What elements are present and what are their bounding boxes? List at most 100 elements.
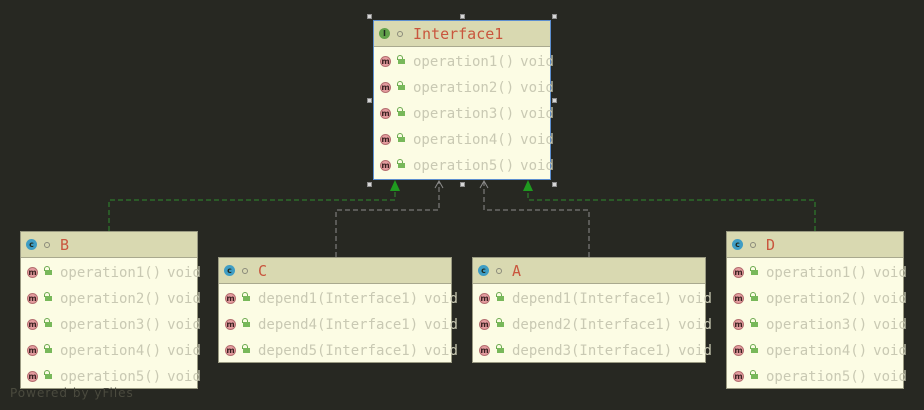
method-signature: operation5()void — [413, 158, 554, 174]
resize-handle-left[interactable] — [367, 98, 372, 103]
implements-arrowhead-d — [523, 180, 533, 191]
resize-handle-top-right[interactable] — [552, 14, 557, 19]
edge-d-implements-interface1[interactable] — [527, 190, 816, 231]
method-icon: m — [479, 293, 490, 304]
method-row[interactable]: m operation3()void — [374, 101, 554, 127]
class-c-header: c C — [219, 258, 451, 284]
method-signature: operation4()void — [413, 132, 554, 148]
dependency-arrowhead-a — [479, 179, 489, 189]
method-row[interactable]: m operation2()void — [374, 75, 554, 101]
method-icon: m — [27, 345, 38, 356]
method-icon: m — [733, 371, 744, 382]
method-icon: m — [380, 82, 391, 93]
class-d-node[interactable]: c D m operation1()void m operation2()voi… — [726, 231, 907, 390]
resize-handle-top[interactable] — [460, 14, 465, 19]
resize-handle-top-left[interactable] — [367, 14, 372, 19]
method-icon: m — [733, 267, 744, 278]
method-icon: m — [733, 345, 744, 356]
method-icon: m — [380, 160, 391, 171]
method-row[interactable]: m operation4()void — [727, 338, 907, 364]
visibility-icon — [496, 268, 502, 274]
class-d-header: c D — [727, 232, 903, 258]
method-icon: m — [380, 56, 391, 67]
method-icon: m — [479, 345, 490, 356]
method-signature: operation3()void — [766, 317, 907, 333]
interface1-methods: m operation1()void m operation2()void m … — [374, 47, 554, 179]
class-a-methods: m depend1(Interface1)void m depend2(Inte… — [473, 284, 712, 364]
class-d-title: D — [766, 236, 776, 254]
method-row[interactable]: m operation3()void — [727, 312, 907, 338]
public-lock-icon — [495, 344, 504, 355]
visibility-icon — [242, 268, 248, 274]
method-row[interactable]: m depend3(Interface1)void — [473, 338, 712, 364]
public-lock-icon — [241, 292, 250, 303]
public-lock-icon — [43, 370, 52, 381]
class-a-title: A — [512, 262, 522, 280]
public-lock-icon — [241, 318, 250, 329]
class-c-node[interactable]: c C m depend1(Interface1)void m depend4(… — [218, 257, 458, 364]
method-row[interactable]: m operation2()void — [727, 286, 907, 312]
public-lock-icon — [495, 292, 504, 303]
class-b-node[interactable]: c B m operation1()void m operation2()voi… — [20, 231, 201, 390]
resize-handle-right[interactable] — [552, 98, 557, 103]
method-signature: depend1(Interface1)void — [512, 291, 712, 307]
method-row[interactable]: m operation1()void — [21, 260, 201, 286]
method-signature: operation5()void — [60, 369, 201, 385]
method-row[interactable]: m depend1(Interface1)void — [219, 286, 458, 312]
class-c-methods: m depend1(Interface1)void m depend4(Inte… — [219, 284, 458, 364]
public-lock-icon — [749, 344, 758, 355]
public-lock-icon — [396, 55, 405, 66]
resize-handle-bottom-left[interactable] — [367, 182, 372, 187]
method-icon: m — [225, 293, 236, 304]
method-row[interactable]: m operation1()void — [727, 260, 907, 286]
edge-a-depends-interface1[interactable] — [483, 181, 590, 257]
method-icon: m — [479, 319, 490, 330]
method-row[interactable]: m operation4()void — [374, 127, 554, 153]
method-signature: operation3()void — [60, 317, 201, 333]
interface1-node[interactable]: I Interface1 m operation1()void m operat… — [373, 20, 554, 180]
method-row[interactable]: m depend4(Interface1)void — [219, 312, 458, 338]
public-lock-icon — [396, 133, 405, 144]
method-row[interactable]: m operation5()void — [374, 153, 554, 179]
class-a-node[interactable]: c A m depend1(Interface1)void m depend2(… — [472, 257, 712, 364]
method-signature: operation5()void — [766, 369, 907, 385]
method-icon: m — [225, 319, 236, 330]
method-row[interactable]: m operation1()void — [374, 49, 554, 75]
public-lock-icon — [43, 266, 52, 277]
method-icon: m — [733, 293, 744, 304]
method-icon: m — [27, 267, 38, 278]
public-lock-icon — [43, 344, 52, 355]
resize-handle-bottom-right[interactable] — [552, 182, 557, 187]
class-icon: c — [732, 239, 743, 250]
edge-c-depends-interface1[interactable] — [335, 181, 440, 257]
method-row[interactable]: m operation5()void — [21, 364, 201, 390]
class-a-header: c A — [473, 258, 705, 284]
visibility-icon — [750, 242, 756, 248]
class-b-title: B — [60, 236, 70, 254]
method-row[interactable]: m operation2()void — [21, 286, 201, 312]
interface-icon: I — [379, 28, 390, 39]
method-row[interactable]: m depend2(Interface1)void — [473, 312, 712, 338]
resize-handle-bottom[interactable] — [460, 182, 465, 187]
public-lock-icon — [396, 159, 405, 170]
class-icon: c — [224, 265, 235, 276]
public-lock-icon — [495, 318, 504, 329]
method-icon: m — [27, 371, 38, 382]
public-lock-icon — [749, 318, 758, 329]
method-signature: depend5(Interface1)void — [258, 343, 458, 359]
method-row[interactable]: m operation4()void — [21, 338, 201, 364]
class-icon: c — [26, 239, 37, 250]
public-lock-icon — [749, 292, 758, 303]
method-row[interactable]: m operation5()void — [727, 364, 907, 390]
method-row[interactable]: m depend5(Interface1)void — [219, 338, 458, 364]
method-signature: operation2()void — [60, 291, 201, 307]
public-lock-icon — [749, 266, 758, 277]
edge-b-implements-interface1[interactable] — [108, 190, 396, 231]
public-lock-icon — [396, 81, 405, 92]
dependency-arrowhead-c — [434, 179, 444, 189]
method-row[interactable]: m depend1(Interface1)void — [473, 286, 712, 312]
interface1-header: I Interface1 — [374, 21, 550, 47]
method-row[interactable]: m operation3()void — [21, 312, 201, 338]
method-signature: operation1()void — [413, 54, 554, 70]
method-icon: m — [380, 134, 391, 145]
